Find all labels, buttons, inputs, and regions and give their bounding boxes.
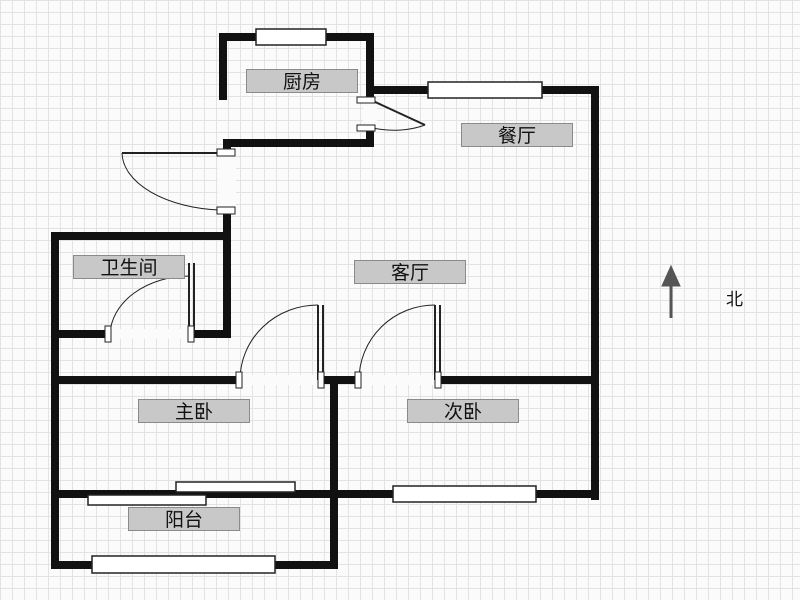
bathroom-door — [104, 263, 195, 343]
balcony-window — [91, 555, 276, 574]
master-bedroom-door — [235, 304, 325, 389]
wall-openings — [105, 98, 438, 385]
balcony-inner-window — [87, 494, 207, 506]
kitchen-label: 厨房 — [246, 69, 358, 93]
north-label: 北 — [726, 290, 743, 310]
master-bedroom-label: 主卧 — [138, 399, 250, 423]
kitchen-window — [255, 28, 327, 46]
master-bedroom-window — [175, 481, 296, 493]
north-arrow-icon — [661, 264, 681, 318]
kitchen-wall — [219, 33, 374, 157]
dining-label: 餐厅 — [461, 123, 573, 147]
living-label: 客厅 — [354, 260, 466, 284]
balcony-label: 阳台 — [128, 507, 240, 531]
windows — [87, 28, 543, 574]
second-bedroom-label: 次卧 — [407, 399, 519, 423]
bathroom-wall — [51, 232, 231, 569]
entry-door — [121, 148, 236, 215]
bathroom-label: 卫生间 — [73, 255, 185, 279]
doors — [104, 96, 442, 389]
dining-window — [427, 81, 543, 99]
kitchen-door — [356, 96, 426, 132]
dining-top-wall — [366, 86, 599, 500]
second-bedroom-door — [354, 304, 442, 389]
second-bedroom-window — [392, 485, 537, 503]
